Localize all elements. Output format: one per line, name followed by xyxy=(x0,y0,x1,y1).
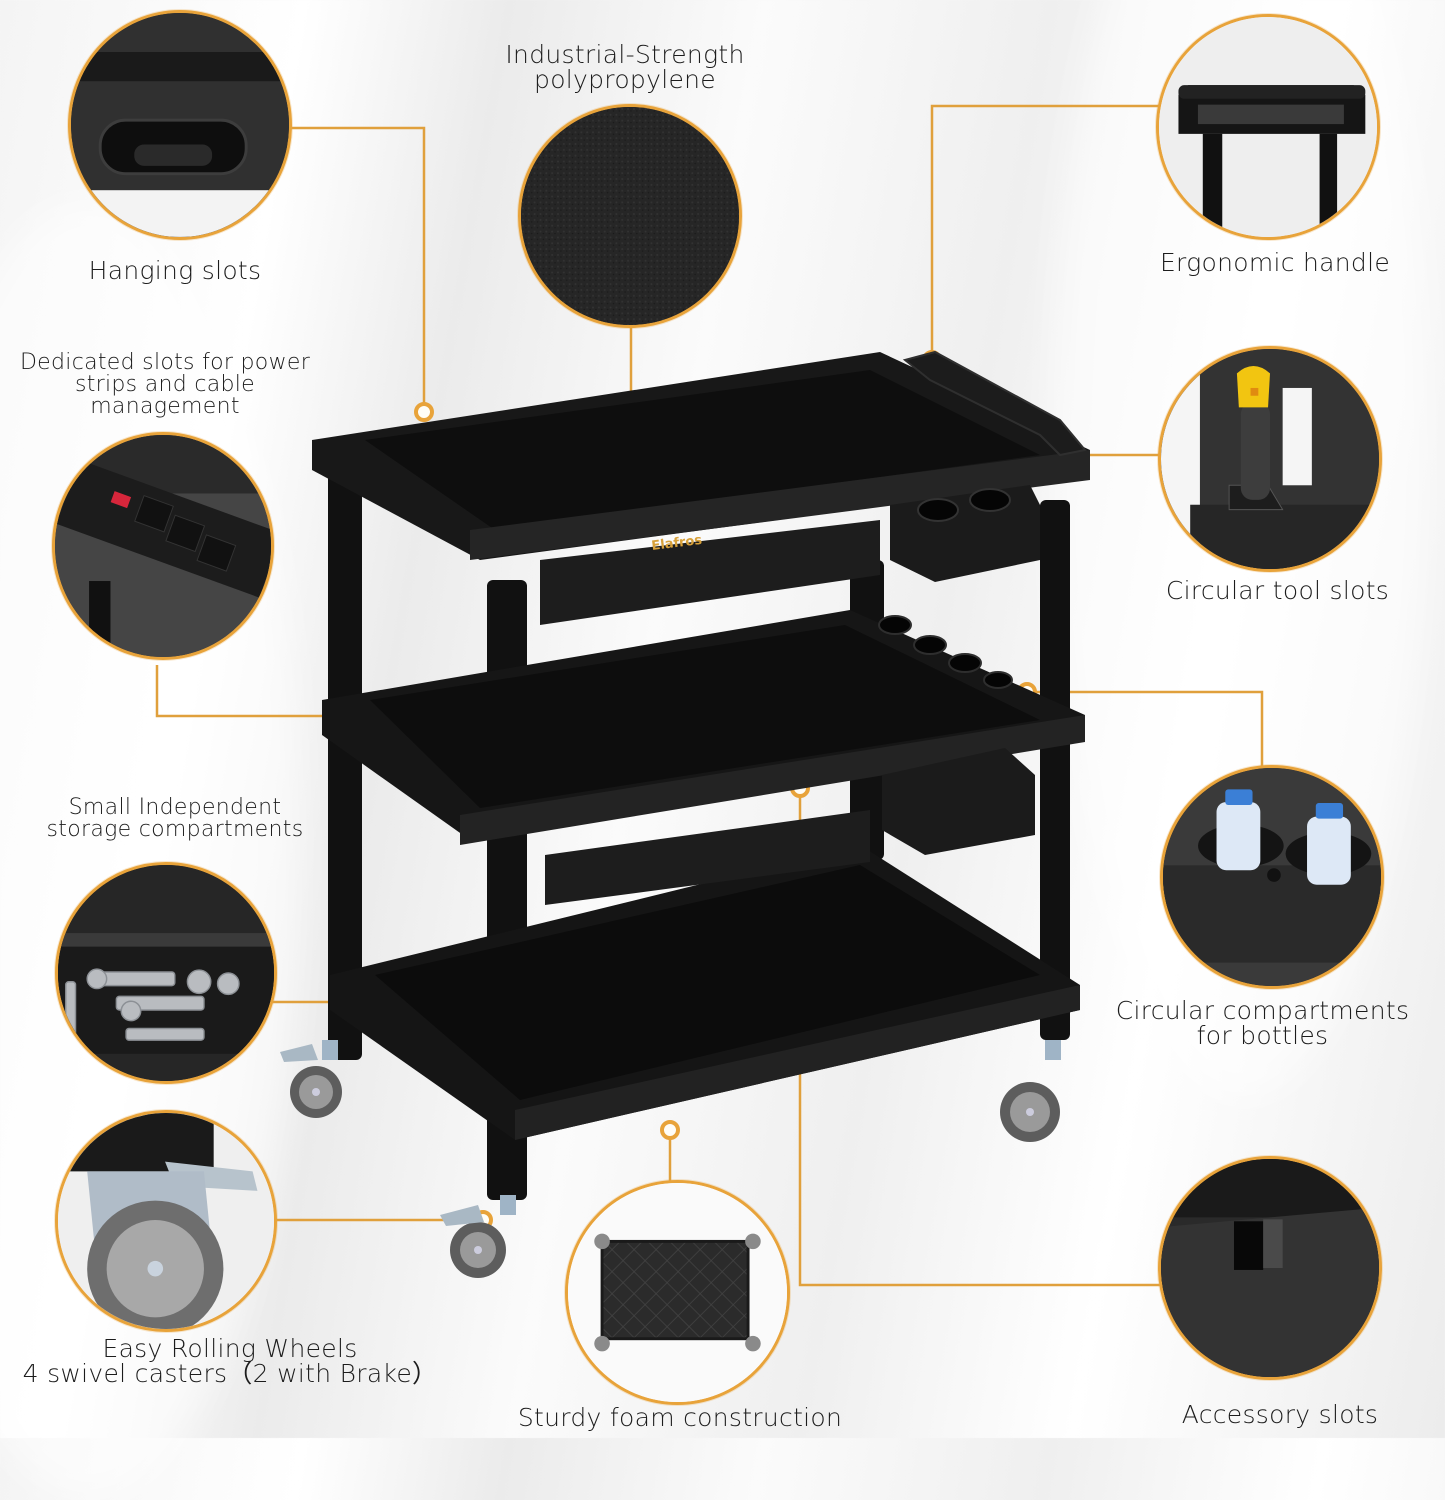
power-strip-icon xyxy=(55,435,271,657)
polypropylene-closeup xyxy=(518,104,742,328)
power-strips-closeup xyxy=(52,432,274,660)
water-bottles-icon xyxy=(1163,768,1381,986)
power-strips-label: Dedicated slots for power strips and cab… xyxy=(19,350,311,419)
polypropylene-label: Industrial-Strength polypropylene xyxy=(505,40,745,94)
hanging-slots-closeup xyxy=(68,10,292,240)
hanging-slot-icon xyxy=(71,13,289,237)
ergonomic-handle-closeup xyxy=(1156,14,1380,240)
textured-surface-icon xyxy=(521,107,739,325)
cart-underside-icon xyxy=(568,1183,787,1402)
storage-compartments-label: Small Independent storage compartments xyxy=(46,795,304,842)
hanging-slots-label: Hanging slots xyxy=(88,256,262,285)
bottle-compartments-closeup xyxy=(1160,765,1384,989)
foam-construction-label: Sturdy foam construction xyxy=(517,1403,843,1432)
foam-construction-closeup xyxy=(565,1180,790,1405)
accessory-slot-icon xyxy=(1161,1159,1379,1377)
accessory-slots-closeup xyxy=(1158,1156,1382,1380)
bolts-icon xyxy=(58,865,274,1081)
handle-icon xyxy=(1159,17,1377,237)
brand-logo: Elafros xyxy=(651,533,704,554)
wheels-label: Easy Rolling Wheels 4 swivel casters（2 w… xyxy=(22,1334,438,1388)
storage-compartments-closeup xyxy=(55,862,277,1084)
accessory-slots-label: Accessory slots xyxy=(1181,1400,1379,1429)
circular-tool-slots-closeup xyxy=(1158,346,1382,572)
caster-wheel-icon xyxy=(58,1113,274,1329)
circular-tool-slots-label: Circular tool slots xyxy=(1165,576,1390,605)
ergonomic-handle-label: Ergonomic handle xyxy=(1159,248,1391,277)
utility-cart-illustration: Elafros xyxy=(280,350,1090,1278)
screwdriver-icon xyxy=(1161,349,1379,569)
caster-wheel-closeup xyxy=(55,1110,277,1332)
bottle-compartments-label: Circular compartments for bottles xyxy=(1115,996,1410,1050)
